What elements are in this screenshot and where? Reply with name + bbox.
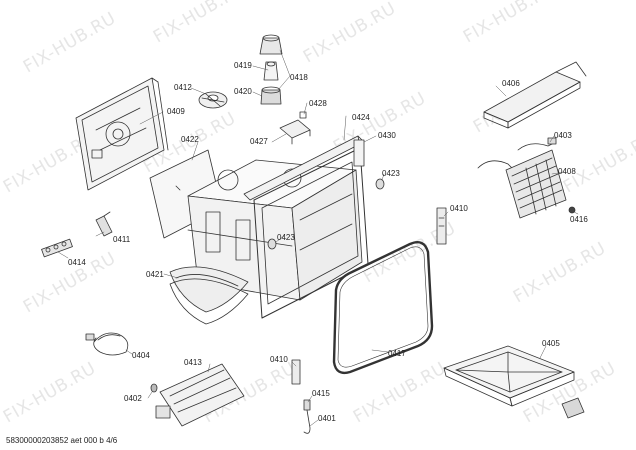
door-gasket-part [332,241,434,375]
part-label-0424: 0424 [352,113,370,122]
part-label-0421: 0421 [146,270,164,279]
hinge-part [291,359,301,385]
part-label-0410-upper: 0410 [450,204,468,213]
nut-part [150,383,158,393]
part-label-0402: 0402 [124,394,142,403]
power-cable-part [85,332,129,356]
part-label-0403: 0403 [554,131,572,140]
part-label-0414: 0414 [68,258,86,267]
lamp-bracket-part [279,111,311,145]
nut-part [568,206,576,214]
part-label-0419: 0419 [234,61,252,70]
part-label-0428: 0428 [309,99,327,108]
part-label-0423-right: 0423 [382,169,400,178]
fan-wheel-part [198,91,228,109]
part-label-0413: 0413 [184,358,202,367]
part-label-0417: 0417 [388,349,406,358]
part-label-0415: 0415 [312,389,330,398]
part-label-0420: 0420 [234,87,252,96]
part-label-0406: 0406 [502,79,520,88]
heating-element-part [155,363,245,427]
grill-heater-part [477,149,567,219]
leader-lines [57,49,579,427]
part-label-0404: 0404 [132,351,150,360]
drawing-reference-footer: 58300000203852 aet 000 b 4/6 [6,436,118,445]
back-panel-part [75,77,169,191]
part-label-0416: 0416 [570,215,588,224]
part-label-0422: 0422 [181,135,199,144]
oven-lamp-parts [259,34,283,105]
part-label-0408: 0408 [558,167,576,176]
part-label-0405: 0405 [542,339,560,348]
terminal-block-parts [41,211,113,258]
part-label-0409: 0409 [167,107,185,116]
part-label-0430: 0430 [378,131,396,140]
bottom-tray-part [169,266,249,325]
part-label-0411: 0411 [113,235,131,244]
sensor-part [517,137,557,151]
part-label-0418: 0418 [290,73,308,82]
baking-tray-part [443,345,575,407]
part-label-0401: 0401 [318,414,336,423]
door-switch-part [303,399,311,434]
part-label-0410-lower: 0410 [270,355,288,364]
part-label-0423-center: 0423 [277,233,295,242]
part-label-0427: 0427 [250,137,268,146]
small-bush-parts [267,178,385,250]
grill-cover-part [483,61,587,129]
clip-part [561,397,585,419]
hinge-part [436,207,447,245]
part-label-0412: 0412 [174,83,192,92]
